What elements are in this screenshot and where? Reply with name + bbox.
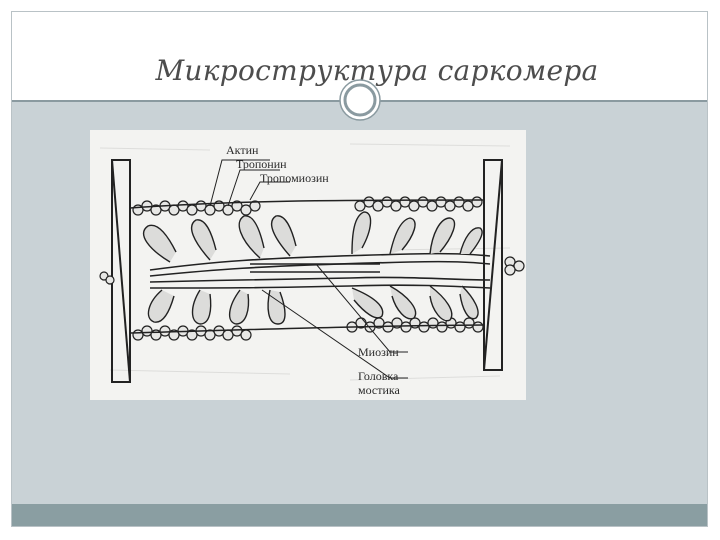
label-head-line2: мостика [358, 383, 401, 397]
bottom-band [12, 504, 707, 526]
label-head-line1: Головка [358, 369, 399, 383]
label-myosin: Миозин [358, 345, 399, 359]
myosin-heads-upper [142, 211, 483, 263]
slide-title: Микроструктура саркомера [155, 54, 599, 87]
myosin-filament [149, 252, 491, 289]
tropomyosin-lower [129, 324, 485, 334]
z-disc-left [111, 159, 131, 383]
label-tropomyosin: Тропомиозин [260, 171, 329, 185]
z-disc-right [483, 159, 503, 371]
leader-lines [209, 159, 408, 379]
label-actin: Актин [226, 143, 259, 157]
sarcomere-diagram: Актин Тропонин Тропомиозин Миозин Головк… [90, 130, 526, 400]
label-troponin: Тропонин [236, 157, 287, 171]
actin-side-beads [99, 256, 525, 285]
tropomyosin-upper [129, 199, 485, 209]
circle-ornament-icon [339, 79, 381, 121]
